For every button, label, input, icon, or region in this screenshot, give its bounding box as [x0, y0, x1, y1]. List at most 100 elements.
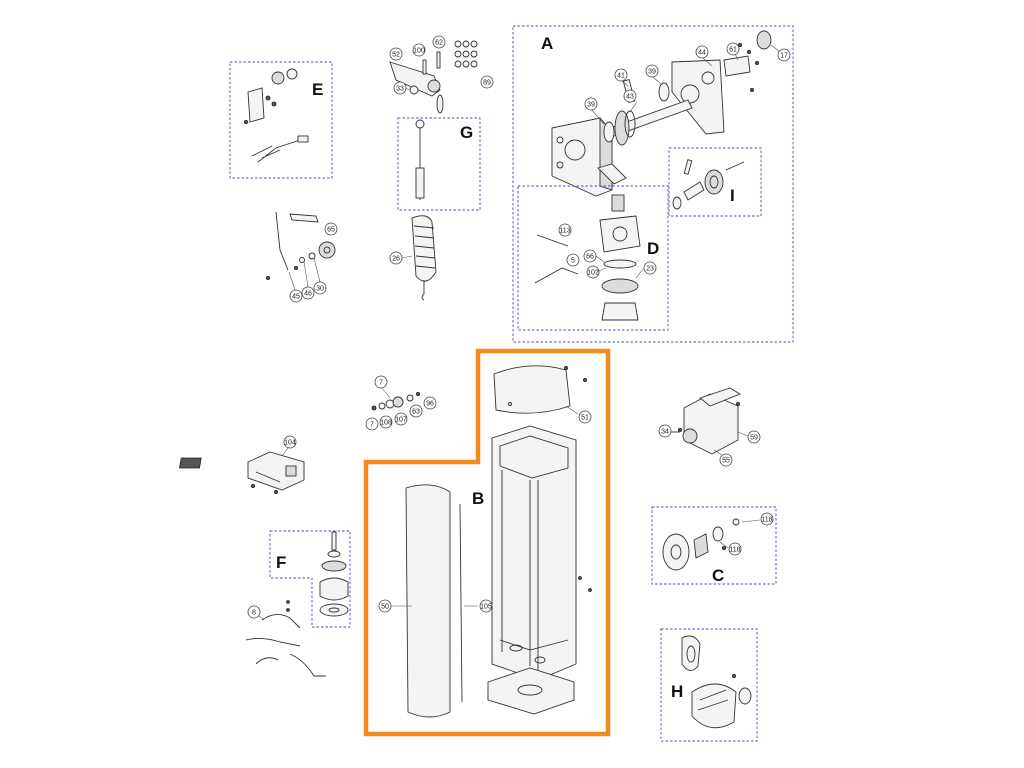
motor-body [599, 215, 641, 253]
callout-39-top: 39 [645, 64, 663, 86]
callout-96: 96 [423, 396, 437, 410]
svg-text:5: 5 [571, 258, 575, 265]
svg-text:39: 39 [587, 102, 595, 109]
callout-33: 33 [393, 81, 411, 95]
group-b-cabinet: B 51 105 50 [363, 348, 611, 737]
callout-5: 5 [566, 253, 580, 267]
group-i-frame [668, 147, 762, 217]
worm-wheel [704, 169, 724, 195]
callout-89: 89 [480, 75, 494, 89]
svg-text:118: 118 [761, 517, 772, 524]
callout-107: 107 [394, 412, 408, 426]
group-d-frame [517, 185, 669, 331]
group-h-frame [660, 628, 758, 742]
callout-30: 30 [313, 257, 327, 295]
svg-text:50: 50 [381, 604, 389, 611]
handwheel [662, 533, 690, 571]
group-c-handwheel: C 118 118 [651, 506, 777, 585]
svg-text:52: 52 [392, 52, 400, 59]
svg-text:41: 41 [617, 73, 625, 80]
rod-113 [536, 234, 569, 247]
pulley-drum [319, 577, 349, 601]
callout-65: 65 [324, 222, 338, 236]
callout-118-top: 118 [741, 512, 774, 526]
callout-17: 17 [770, 44, 791, 62]
svg-text:51: 51 [581, 415, 589, 422]
svg-text:8: 8 [252, 610, 256, 617]
group-f-pulley: F [269, 530, 351, 628]
hardware-set: 7 7 108 107 63 96 [365, 375, 437, 431]
cable-a [261, 614, 301, 629]
svg-text:39: 39 [648, 69, 656, 76]
hex-key-5 [534, 267, 579, 284]
cabinet-body [491, 425, 577, 681]
release-lever [597, 163, 627, 185]
callout-100: 100 [412, 43, 426, 57]
lever-plate-52 [389, 61, 441, 97]
callout-26: 26 [389, 251, 413, 265]
release-knob [318, 241, 336, 259]
callout-61: 61 [726, 42, 740, 61]
svg-text:105: 105 [480, 604, 492, 611]
callout-104: 104 [281, 435, 297, 457]
callout-102: 102 [586, 265, 607, 279]
bearing-39a [603, 121, 615, 143]
callout-45: 45 [288, 271, 303, 303]
callout-46: 46 [301, 261, 315, 300]
group-b-label: B [472, 489, 484, 508]
callout-7-bottom: 7 [365, 417, 379, 431]
group-a-label: A [541, 34, 553, 53]
callout-59: 59 [737, 430, 761, 444]
group-d-label: D [647, 239, 659, 258]
group-e-frame [229, 61, 333, 179]
svg-text:34: 34 [661, 429, 669, 436]
svg-text:26: 26 [392, 256, 400, 263]
group-a-frame [512, 25, 794, 343]
guard-shell [691, 683, 737, 729]
svg-text:102: 102 [587, 270, 599, 277]
group-c-label: C [712, 566, 724, 585]
svg-text:7: 7 [379, 380, 383, 387]
svg-text:104: 104 [284, 440, 296, 447]
release-rod [275, 211, 289, 271]
group-a-gearbox: A 17 44 61 41 39 39 43 [512, 25, 794, 343]
cabinet-base-plate [487, 667, 575, 715]
callout-34: 34 [658, 424, 672, 438]
callout-8: 8 [247, 605, 265, 621]
group-g-spring-assembly: G 52 100 62 89 33 26 [389, 35, 494, 301]
group-h-label: H [671, 682, 683, 701]
svg-text:113: 113 [559, 228, 570, 235]
cabinet-top-cover [493, 365, 571, 414]
callout-44: 44 [695, 45, 713, 67]
svg-text:62: 62 [435, 40, 443, 47]
wiring-harness: 8 [245, 600, 326, 677]
svg-text:30: 30 [316, 286, 324, 293]
group-g-label: G [460, 123, 473, 142]
callout-108: 108 [379, 415, 393, 429]
motor-cup [601, 302, 639, 321]
group-e-limit-switch: E [229, 61, 333, 179]
svg-text:61: 61 [729, 47, 737, 54]
bearing-39b [658, 82, 670, 102]
group-g-frame [397, 117, 481, 211]
svg-text:118: 118 [729, 547, 740, 554]
callout-52: 52 [389, 47, 403, 61]
seal-17 [756, 30, 772, 50]
switch-wires [251, 139, 301, 163]
group-f-label: F [276, 553, 286, 572]
svg-text:46: 46 [304, 291, 312, 298]
mounting-bracket: 34 59 55 [658, 387, 761, 467]
group-i-worm-set: I [668, 147, 762, 217]
group-f-frame [269, 530, 351, 628]
control-board-body [247, 451, 305, 491]
callout-118-mid: 118 [719, 541, 742, 556]
callout-7-top: 7 [374, 375, 391, 399]
svg-text:108: 108 [380, 420, 392, 427]
svg-text:33: 33 [396, 86, 404, 93]
switch-bracket [247, 87, 265, 123]
svg-text:45: 45 [292, 294, 300, 301]
group-h-guard: H [660, 628, 758, 742]
svg-text:107: 107 [395, 417, 407, 424]
bracket-bushing [682, 428, 698, 444]
